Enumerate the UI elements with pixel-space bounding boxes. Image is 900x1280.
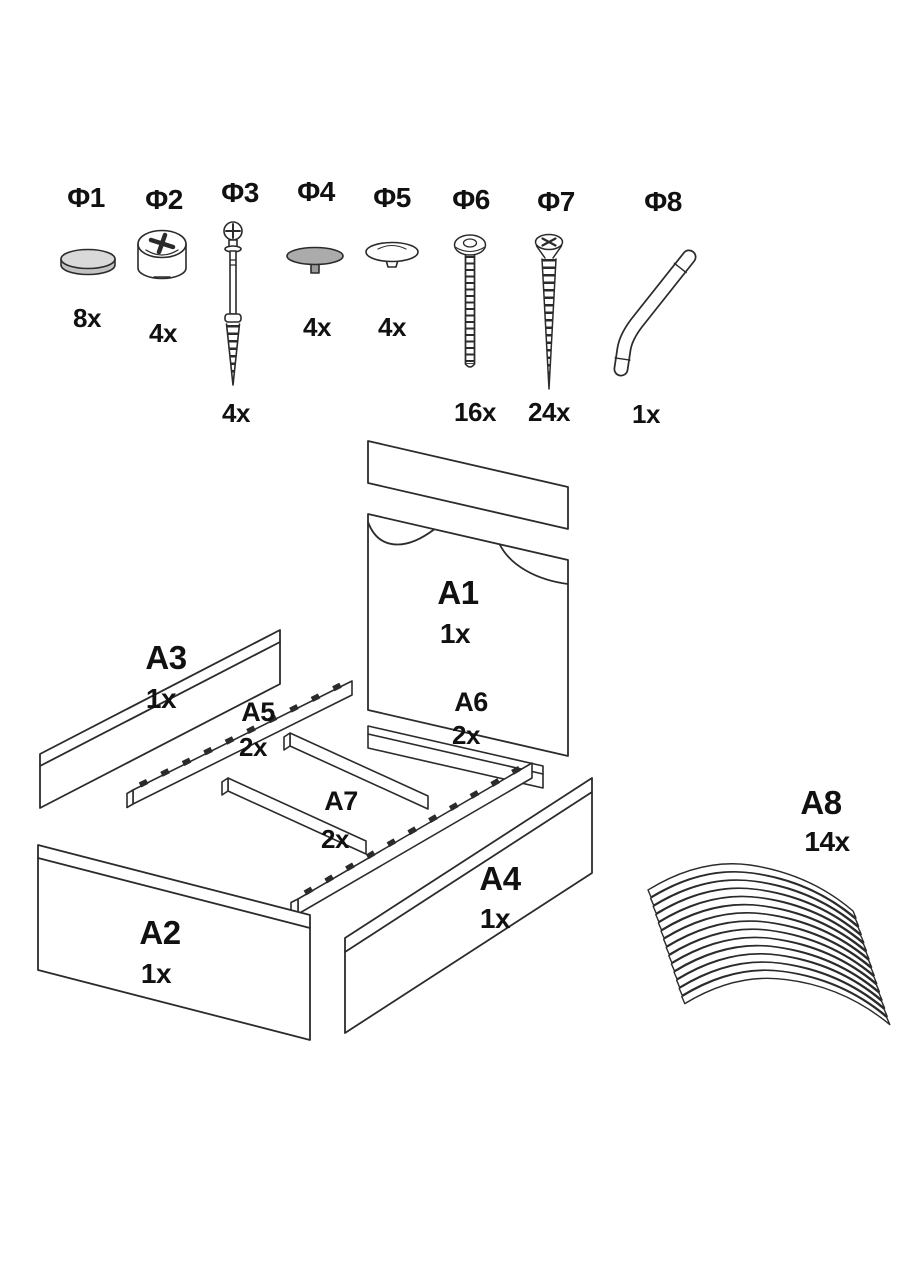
panel-a1-label: A1 xyxy=(437,574,479,611)
flange-bolt-icon xyxy=(453,234,487,368)
hardware-f8-label: Φ8 xyxy=(644,186,682,217)
panel-a6-qty: 2x xyxy=(452,720,480,750)
side-rail-a4 xyxy=(344,777,593,1034)
panel-a4-label: A4 xyxy=(479,860,521,897)
hardware-f4-label: Φ4 xyxy=(297,176,335,207)
panel-a8-qty: 14x xyxy=(804,826,850,857)
panel-a5-label: A5 xyxy=(241,697,275,727)
hardware-f5-qty: 4x xyxy=(378,312,406,342)
hardware-f7-qty: 24x xyxy=(528,397,570,427)
panel-a2-qty: 1x xyxy=(140,958,172,989)
hardware-f2-label: Φ2 xyxy=(145,184,183,215)
panel-a3-label: A3 xyxy=(145,639,187,676)
double-ended-bolt-icon xyxy=(223,221,243,386)
slat-rail-a5-first xyxy=(126,679,353,809)
cap-plug-icon xyxy=(60,248,116,276)
cover-cap-icon xyxy=(365,241,419,268)
panel-a5-qty: 2x xyxy=(239,732,267,762)
hardware-f8-qty: 1x xyxy=(632,399,660,429)
panel-a7-label: A7 xyxy=(324,786,358,816)
panel-a1-qty: 1x xyxy=(439,618,471,649)
panel-a8-label: A8 xyxy=(800,784,842,821)
cam-lock-icon xyxy=(137,229,187,280)
bed-slat xyxy=(681,969,891,1026)
panel-a4-qty: 1x xyxy=(479,903,511,934)
hardware-f3-qty: 4x xyxy=(222,398,250,428)
center-rail-a7-second xyxy=(221,777,367,855)
panel-a7-qty: 2x xyxy=(321,824,349,854)
hardware-f2-qty: 4x xyxy=(149,318,177,348)
hardware-f1-label: Φ1 xyxy=(67,182,105,213)
slat-rail-a5-second xyxy=(290,761,533,919)
hardware-f7-label: Φ7 xyxy=(537,186,575,217)
footboard-panel-a2 xyxy=(37,844,311,1041)
headboard-panel-a1 xyxy=(367,440,569,757)
side-rail-a3 xyxy=(39,629,281,809)
panel-a3-qty: 1x xyxy=(145,683,177,714)
hardware-f1-qty: 8x xyxy=(73,303,101,333)
cross-rail-a6 xyxy=(367,725,544,789)
hardware-f6-qty: 16x xyxy=(454,397,496,427)
hardware-f4-qty: 4x xyxy=(303,312,331,342)
hardware-f3-label: Φ3 xyxy=(221,177,259,208)
panel-a2-label: A2 xyxy=(139,914,181,951)
panel-a6-label: A6 xyxy=(454,687,488,717)
center-rail-a7-first xyxy=(283,732,429,810)
panel-a8-slats xyxy=(647,863,891,1026)
allen-key-icon xyxy=(613,249,697,377)
hardware-f6-label: Φ6 xyxy=(452,184,490,215)
wood-screw-icon xyxy=(534,233,564,392)
hardware-f5-label: Φ5 xyxy=(373,182,411,213)
cover-cap-pin-icon xyxy=(286,246,344,274)
